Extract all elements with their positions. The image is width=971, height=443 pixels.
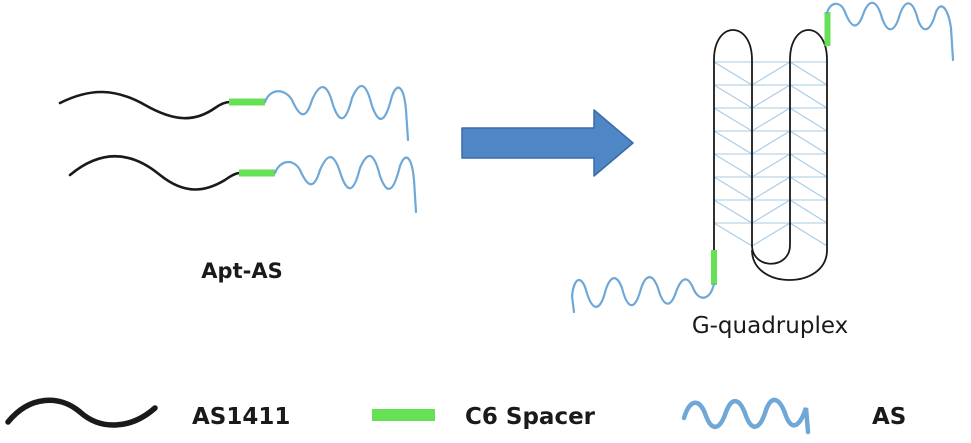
antisense-strand-bottom-left [570, 276, 716, 314]
g-quadruplex-structure [570, 1, 955, 314]
c6-spacer-bottom [239, 169, 275, 177]
legend-item-c6-spacer: C6 Spacer [372, 404, 596, 430]
aptamer-strand-top [58, 90, 232, 120]
blue-zigzag-line-icon [681, 397, 811, 435]
legend-label-c6-spacer: C6 Spacer [465, 404, 596, 430]
aptamer-strand-bottom [68, 155, 242, 191]
g-tetrad-stacking-lines [713, 61, 828, 247]
legend-item-as1411: AS1411 [5, 397, 290, 430]
apt-as-label: Apt-AS [201, 259, 282, 283]
g-quadruplex-label: G-quadruplex [692, 313, 848, 339]
legend-item-as: AS [681, 397, 906, 435]
antisense-strand-top-right [825, 1, 955, 62]
legend: AS1411 C6 Spacer AS [5, 397, 906, 435]
apt-as-strand-top [58, 85, 410, 142]
antisense-strand-top [263, 85, 410, 142]
g-quadruplex-backbone [713, 29, 828, 281]
c6-spacer-top-right [824, 12, 831, 46]
black-wavy-line-icon [5, 397, 158, 428]
legend-label-as1411: AS1411 [192, 404, 290, 430]
transition-arrow-icon [461, 109, 634, 177]
c6-spacer-bottom-left [711, 250, 717, 285]
antisense-strand-bottom [273, 155, 418, 214]
green-bar-icon [372, 409, 435, 421]
legend-label-as: AS [872, 404, 906, 430]
apt-as-strand-bottom [68, 155, 418, 214]
c6-spacer-top [229, 98, 265, 106]
